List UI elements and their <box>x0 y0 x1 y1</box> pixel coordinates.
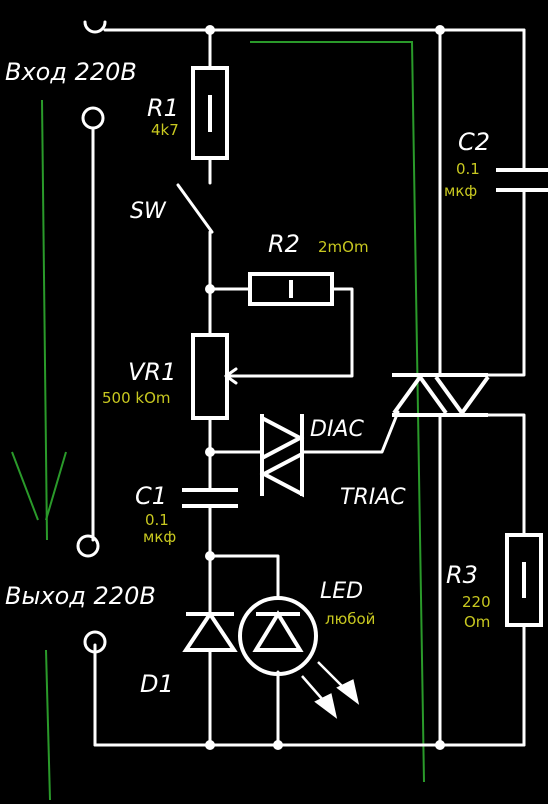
diac <box>259 414 305 498</box>
vr1-potentiometer <box>191 333 240 420</box>
d1-label: D1 <box>140 670 174 698</box>
c2-capacitor <box>496 168 548 192</box>
wires <box>91 28 526 747</box>
led <box>238 596 360 719</box>
output-terminal <box>76 534 100 558</box>
junction-dot <box>205 284 215 294</box>
c1-value: 0.1 <box>145 511 169 529</box>
c1-unit: мкф <box>143 528 176 546</box>
r3-resistor <box>505 533 543 627</box>
green-traces <box>11 41 425 801</box>
junction-dot <box>205 551 215 561</box>
triac-label: TRIAC <box>340 485 406 510</box>
output-label: Выход 220В <box>5 582 156 610</box>
vr1-label: VR1 <box>128 358 176 386</box>
c2-value: 0.1 <box>456 160 480 178</box>
input-label: Вход 220В <box>5 58 137 86</box>
labels: Вход 220В R1 4k7 SW R2 2mOm VR1 500 kOm … <box>5 58 491 698</box>
c2-unit: мкф <box>444 182 477 200</box>
vr1-value: 500 kOm <box>102 389 171 407</box>
r3-label: R3 <box>446 561 478 589</box>
terminals <box>76 20 107 654</box>
junction-dot <box>273 740 283 750</box>
output-terminal-2 <box>83 630 107 654</box>
r1-resistor <box>191 66 229 160</box>
c2-label: C2 <box>458 128 490 156</box>
input-terminal-top <box>83 20 107 34</box>
r2-label: R2 <box>268 230 300 258</box>
junction-dot <box>435 740 445 750</box>
c1-capacitor <box>182 488 238 508</box>
r3-value: 220 <box>462 593 491 611</box>
led-value: любой <box>325 610 375 628</box>
junctions <box>205 25 445 750</box>
diac-label: DIAC <box>310 417 364 442</box>
sw-switch <box>176 183 214 234</box>
r1-value: 4k7 <box>151 121 179 139</box>
input-terminal <box>81 106 105 130</box>
triac <box>392 373 490 417</box>
led-label: LED <box>320 579 363 604</box>
junction-dot <box>205 25 215 35</box>
r1-label: R1 <box>147 94 179 122</box>
c1-label: C1 <box>135 482 167 510</box>
d1-diode <box>182 610 238 652</box>
junction-dot <box>435 25 445 35</box>
r2-resistor <box>248 272 334 306</box>
r3-unit: Om <box>464 613 490 631</box>
junction-dot <box>205 447 215 457</box>
sw-label: SW <box>130 199 167 224</box>
r2-value: 2mOm <box>318 238 369 256</box>
junction-dot <box>205 740 215 750</box>
